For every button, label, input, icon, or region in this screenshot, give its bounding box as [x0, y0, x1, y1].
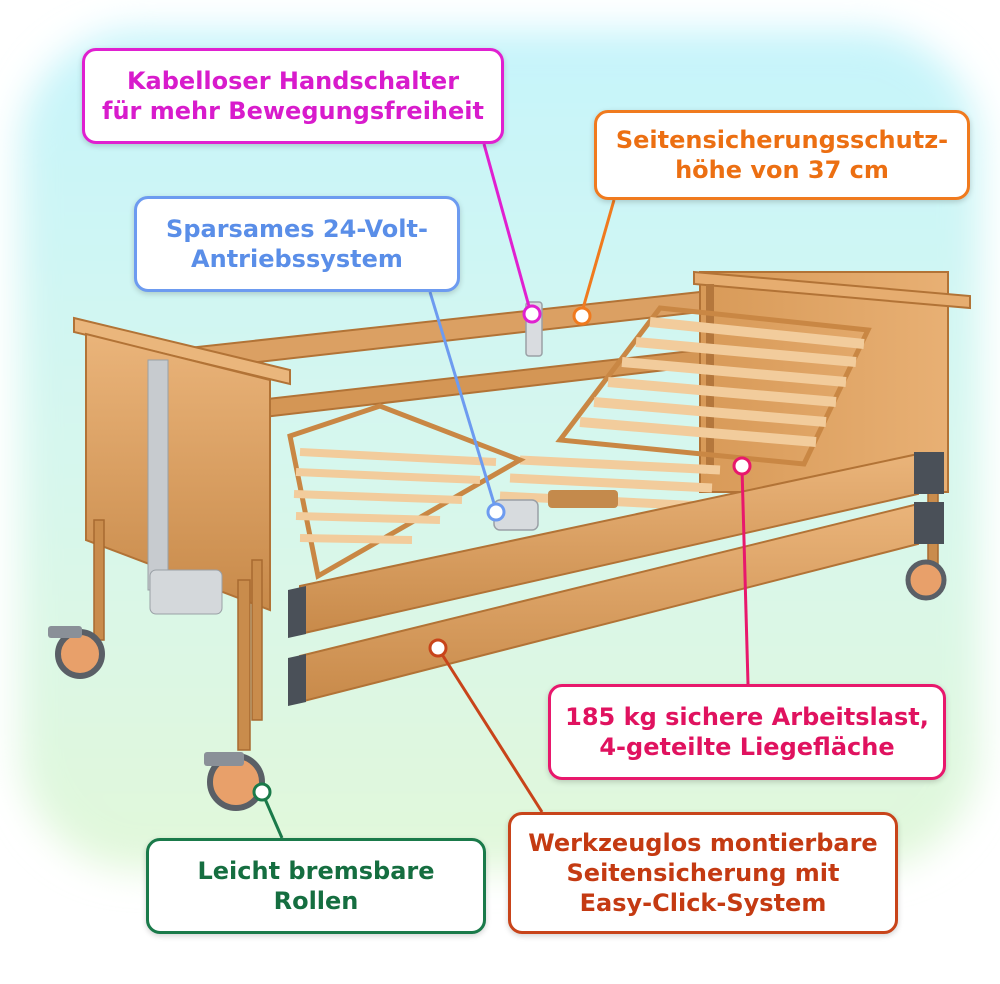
footboard-left — [73, 316, 291, 615]
callout-rail-height-line-2: höhe von 37 cm — [675, 156, 889, 184]
callout-load-line-2: 4-geteilte Liegefläche — [599, 733, 895, 761]
marker-remote — [522, 304, 542, 324]
castor-wheels — [48, 559, 947, 811]
callout-easy-click-rail: Werkzeuglos montierbare Seitensicherung … — [508, 812, 898, 934]
callout-remote-line-1: Kabelloser Handschalter — [126, 67, 460, 95]
marker-easyclick — [428, 638, 448, 658]
callout-drive-system: Sparsames 24-Volt- Antriebssystem — [134, 196, 460, 292]
callout-drive-line-2: Antriebssystem — [191, 245, 403, 273]
callout-easyclick-line-2: Seitensicherung mit — [566, 859, 840, 887]
leader-rail-height — [580, 199, 616, 313]
leader-easyclick — [436, 647, 544, 813]
callout-wireless-remote: Kabelloser Handschalter für mehr Bewegun… — [82, 48, 504, 144]
bed — [48, 270, 971, 811]
callout-easyclick-line-1: Werkzeuglos montierbare — [528, 829, 878, 857]
marker-drive — [486, 502, 506, 522]
slatted-frame — [287, 305, 872, 580]
callout-rail-height-line-1: Seitensicherungsschutz- — [615, 126, 949, 154]
leader-drive — [428, 291, 498, 511]
callout-side-rail-height: Seitensicherungsschutz- höhe von 37 cm — [594, 110, 970, 200]
leader-load — [740, 467, 750, 685]
callout-easyclick-line-3: Easy-Click-System — [579, 889, 827, 917]
marker-rail-height — [572, 306, 592, 326]
marker-dots — [252, 304, 752, 802]
drive-motor — [493, 490, 618, 531]
callout-remote-line-2: für mehr Bewegungsfreiheit — [102, 97, 484, 125]
callout-castors-line-1: Leicht bremsbare — [197, 857, 435, 885]
callout-load-line-1: 185 kg sichere Arbeitslast, — [565, 703, 929, 731]
callout-castors-line-2: Rollen — [273, 887, 359, 915]
leader-remote — [482, 143, 532, 311]
leader-lines — [260, 143, 750, 839]
callout-drive-line-1: Sparsames 24-Volt- — [166, 215, 428, 243]
front-side-rails — [288, 452, 944, 706]
marker-castors — [252, 782, 272, 802]
callout-working-load: 185 kg sichere Arbeitslast, 4-geteilte L… — [548, 684, 946, 780]
marker-load — [732, 456, 752, 476]
callout-castors: Leicht bremsbare Rollen — [146, 838, 486, 934]
